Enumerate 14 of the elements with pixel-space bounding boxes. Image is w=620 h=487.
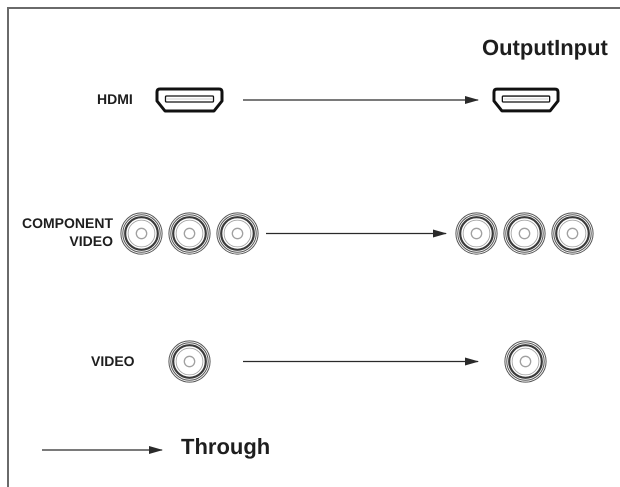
arrow	[243, 358, 479, 366]
column-heading: OutputInput	[482, 35, 608, 61]
arrow	[243, 96, 479, 104]
hdmi-port-icon	[492, 87, 560, 113]
rca-jack-icon	[168, 340, 211, 383]
arrow	[266, 230, 447, 238]
row-label: COMPONENT VIDEO	[21, 214, 113, 250]
jack-group	[120, 212, 259, 255]
jack-group	[455, 212, 594, 255]
row-label: HDMI	[97, 91, 133, 107]
row-label: VIDEO	[91, 353, 135, 369]
rca-jack-icon	[504, 340, 547, 383]
hdmi-port-icon	[155, 87, 224, 113]
legend-label: Through	[181, 434, 270, 460]
